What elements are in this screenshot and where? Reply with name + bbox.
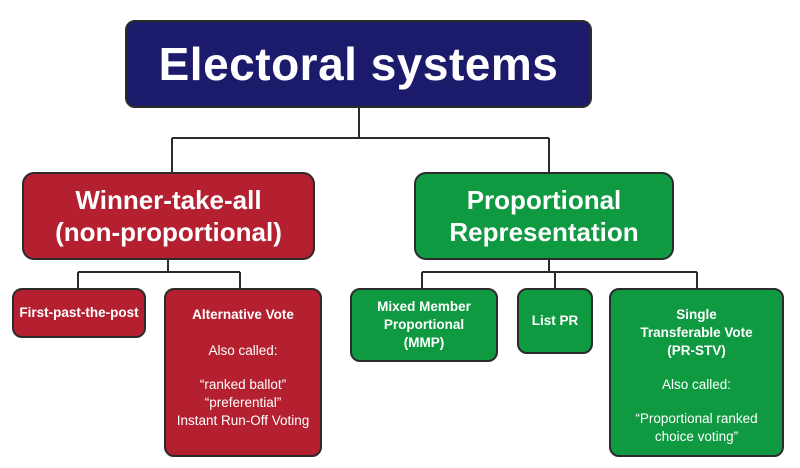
node-label-line: (MMP) [403,335,445,350]
node-label: First-past-the-post [19,305,139,320]
alias-name: “Proportional ranked [635,411,758,426]
alias-name: “preferential” [204,395,282,410]
root-title: Electoral systems [158,38,559,90]
node-label-line: Transferable Vote [640,325,753,340]
node-first-past-the-post: First-past-the-post [12,288,146,338]
node-winner-take-all: Winner-take-all (non-proportional) [22,172,315,260]
alias-name: Instant Run-Off Voting [176,413,310,428]
node-list-pr: List PR [517,288,593,354]
alias-name: choice voting” [654,429,739,444]
node-label-line: Proportional [383,317,465,332]
node-mixed-member-proportional: Mixed Member Proportional (MMP) [350,288,498,362]
node-title-line: Representation [449,217,639,247]
node-label-line: Single [676,307,717,322]
also-called-label: Also called: [208,343,278,358]
node-proportional-representation: Proportional Representation [414,172,674,260]
also-called-label: Also called: [661,377,732,392]
root-node-electoral-systems: Electoral systems [125,20,592,108]
node-label: List PR [531,313,579,328]
node-alternative-vote: Alternative Vote Also called: “ranked ba… [164,288,322,457]
node-label: Alternative Vote [192,307,294,322]
node-title-line: Winner-take-all [75,185,262,215]
node-label-line: (PR-STV) [667,343,726,358]
node-single-transferable-vote: Single Transferable Vote (PR-STV) Also c… [609,288,784,457]
node-title-line: (non-proportional) [55,217,282,247]
alias-name: “ranked ballot” [199,377,287,392]
node-title-line: Proportional [466,185,622,215]
node-label-line: Mixed Member [377,299,471,314]
